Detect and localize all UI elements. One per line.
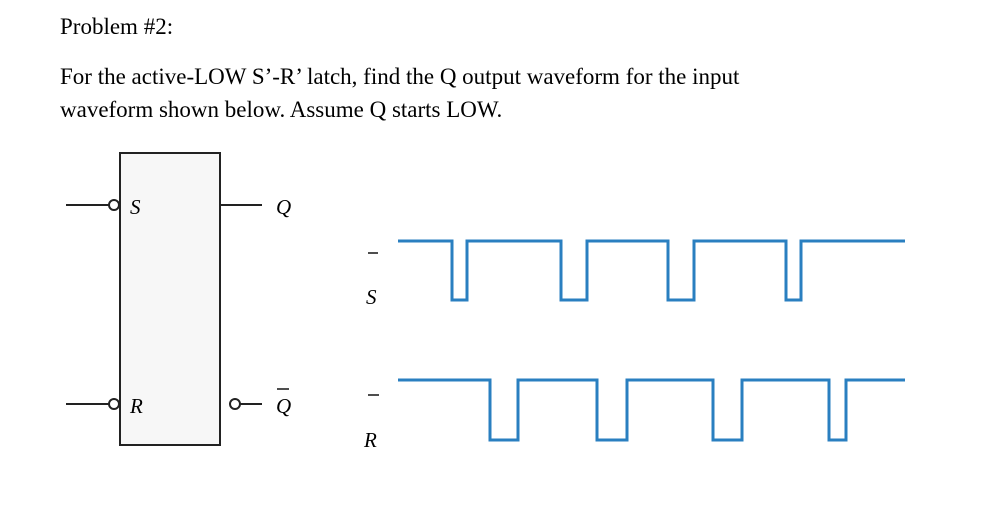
problem-line-1: For the active-LOW S’-R’ latch, find the…	[60, 64, 740, 89]
r-bar-label: R	[363, 428, 377, 452]
latch-block	[119, 152, 221, 446]
problem-title: Problem #2:	[60, 14, 174, 39]
s-bar-waveform	[398, 239, 905, 302]
s-input-label: S	[130, 195, 141, 219]
qbar-output-label: Q	[276, 394, 291, 418]
r-input-bubble	[108, 398, 120, 410]
q-output-label: Q	[276, 195, 291, 219]
problem-line-2: waveform shown below. Assume Q starts LO…	[60, 97, 503, 122]
s-bar-label: S	[366, 285, 377, 309]
s-input-bubble	[108, 199, 120, 211]
qbar-output-bubble	[229, 398, 241, 410]
r-input-label: R	[129, 394, 143, 418]
problem-statement: For the active-LOW S’-R’ latch, find the…	[60, 60, 960, 126]
r-bar-waveform	[398, 378, 905, 442]
